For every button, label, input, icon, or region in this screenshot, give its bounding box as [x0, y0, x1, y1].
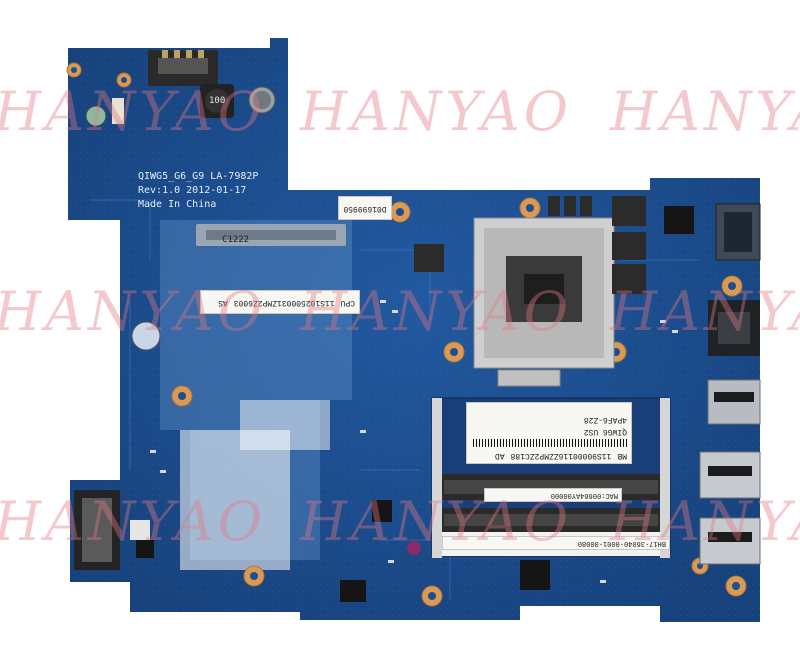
serial-sticker-text: D01699950 — [343, 204, 387, 213]
vrm-inductors — [414, 196, 646, 294]
board-model-text: QIWG5_G6_G9 LA-7982P — [138, 171, 259, 182]
cpu-label-serial: 11S102500031ZMP2Z6003 — [233, 298, 335, 307]
mb-label-serial: 11S90000116ZZMP2ZC188 — [510, 451, 612, 460]
barcode — [471, 439, 627, 447]
chip-ec — [664, 206, 694, 234]
board-sub-code: 4PAF6-Z28 — [583, 415, 627, 424]
board-rev-text: Rev:1.0 2012-01-17 — [138, 185, 247, 196]
mac-sticker-text: MAC:00664AY00000 — [550, 491, 618, 499]
mb-label-sticker: MB 11S90000116ZZMP2ZC188 AD QIWG6 US2 4P… — [466, 402, 632, 464]
capacitor-mid — [131, 321, 161, 351]
board-origin-text: Made In China — [138, 199, 217, 210]
serial-sticker: D01699950 — [338, 196, 392, 220]
mb-label-suffix: AD — [494, 451, 505, 460]
ram-slot-sticker: BH17-36040-0001-00080 — [442, 536, 670, 550]
hdd-connector-label: C1222 — [222, 235, 250, 245]
ram-slot-sticker-text: BH17-36040-0001-00080 — [577, 539, 666, 547]
board-code: QIWG6 US2 — [583, 427, 627, 436]
cpu-label-suffix: AS — [218, 298, 228, 307]
mac-sticker: MAC:00664AY00000 — [484, 488, 622, 502]
cpu-label-sticker: CPU 11S102500031ZMP2Z6003 AS — [200, 290, 360, 314]
capacitor-left — [85, 105, 107, 127]
mb-label-prefix: MB — [617, 451, 627, 460]
cpu-label-prefix: CPU — [340, 298, 355, 307]
inductor-label: 100 — [209, 96, 226, 106]
